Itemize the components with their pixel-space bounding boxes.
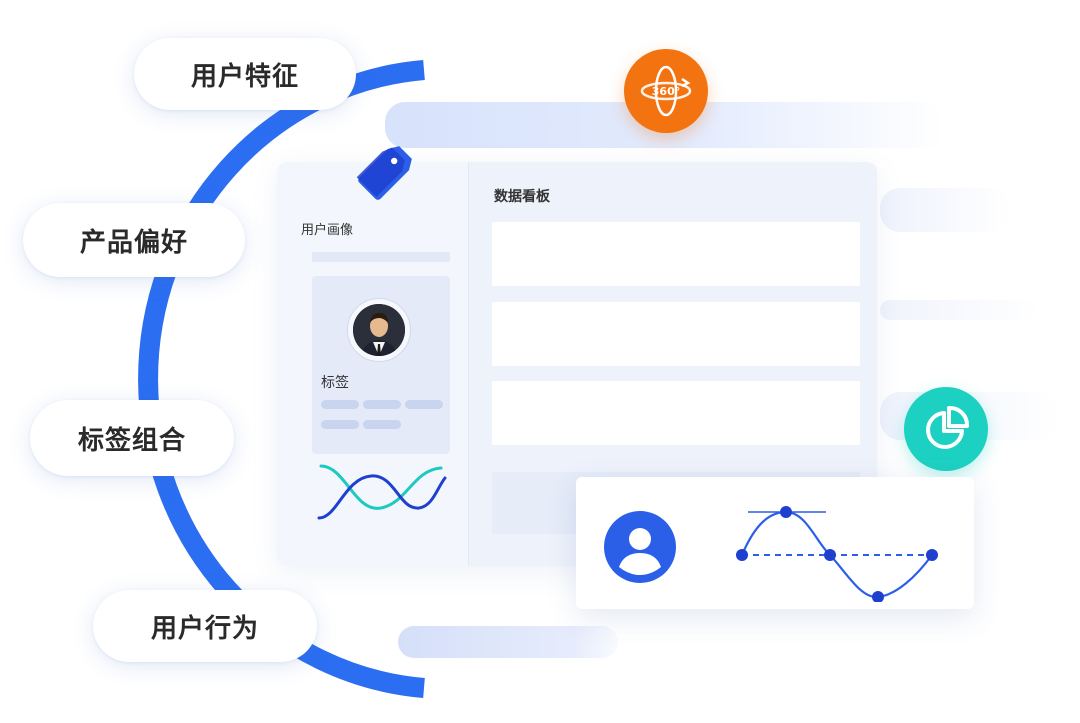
pie-chart-icon: [904, 387, 988, 471]
decorative-streak: [880, 188, 1010, 232]
board-panel: [492, 381, 860, 445]
tag-chip: [405, 400, 443, 409]
sine-wave-chart: [736, 506, 938, 602]
board-title: 数据看板: [494, 189, 550, 205]
tag-chip: [363, 400, 401, 409]
pill-product-preference: 产品偏好: [23, 203, 245, 277]
decorative-streak: [880, 300, 1040, 320]
avatar: [347, 298, 411, 362]
profile-sidebar: 用户画像 标签: [277, 162, 469, 566]
profile-title: 用户画像: [301, 223, 354, 238]
user-stats-card: [576, 477, 974, 609]
pill-user-features: 用户特征: [134, 38, 356, 110]
tag-chip: [321, 420, 359, 429]
profile-box: 标签: [312, 276, 450, 454]
pill-tag-combination: 标签组合: [30, 400, 234, 476]
tag-chip: [321, 400, 359, 409]
price-tag-icon: [356, 146, 412, 200]
tag-label: 标签: [321, 375, 349, 391]
svg-text:360°: 360°: [652, 85, 680, 98]
pill-user-behavior: 用户行为: [93, 590, 317, 662]
user-avatar-icon: [604, 511, 676, 583]
tag-chip: [363, 420, 401, 429]
avatar-photo: [353, 304, 405, 356]
board-panel: [492, 302, 860, 366]
placeholder-bar: [312, 252, 450, 262]
decorative-streak-bottom: [398, 626, 618, 658]
360-view-icon: 360°: [624, 49, 708, 133]
board-panel: [492, 222, 860, 286]
wave-lines-icon: [317, 464, 447, 520]
